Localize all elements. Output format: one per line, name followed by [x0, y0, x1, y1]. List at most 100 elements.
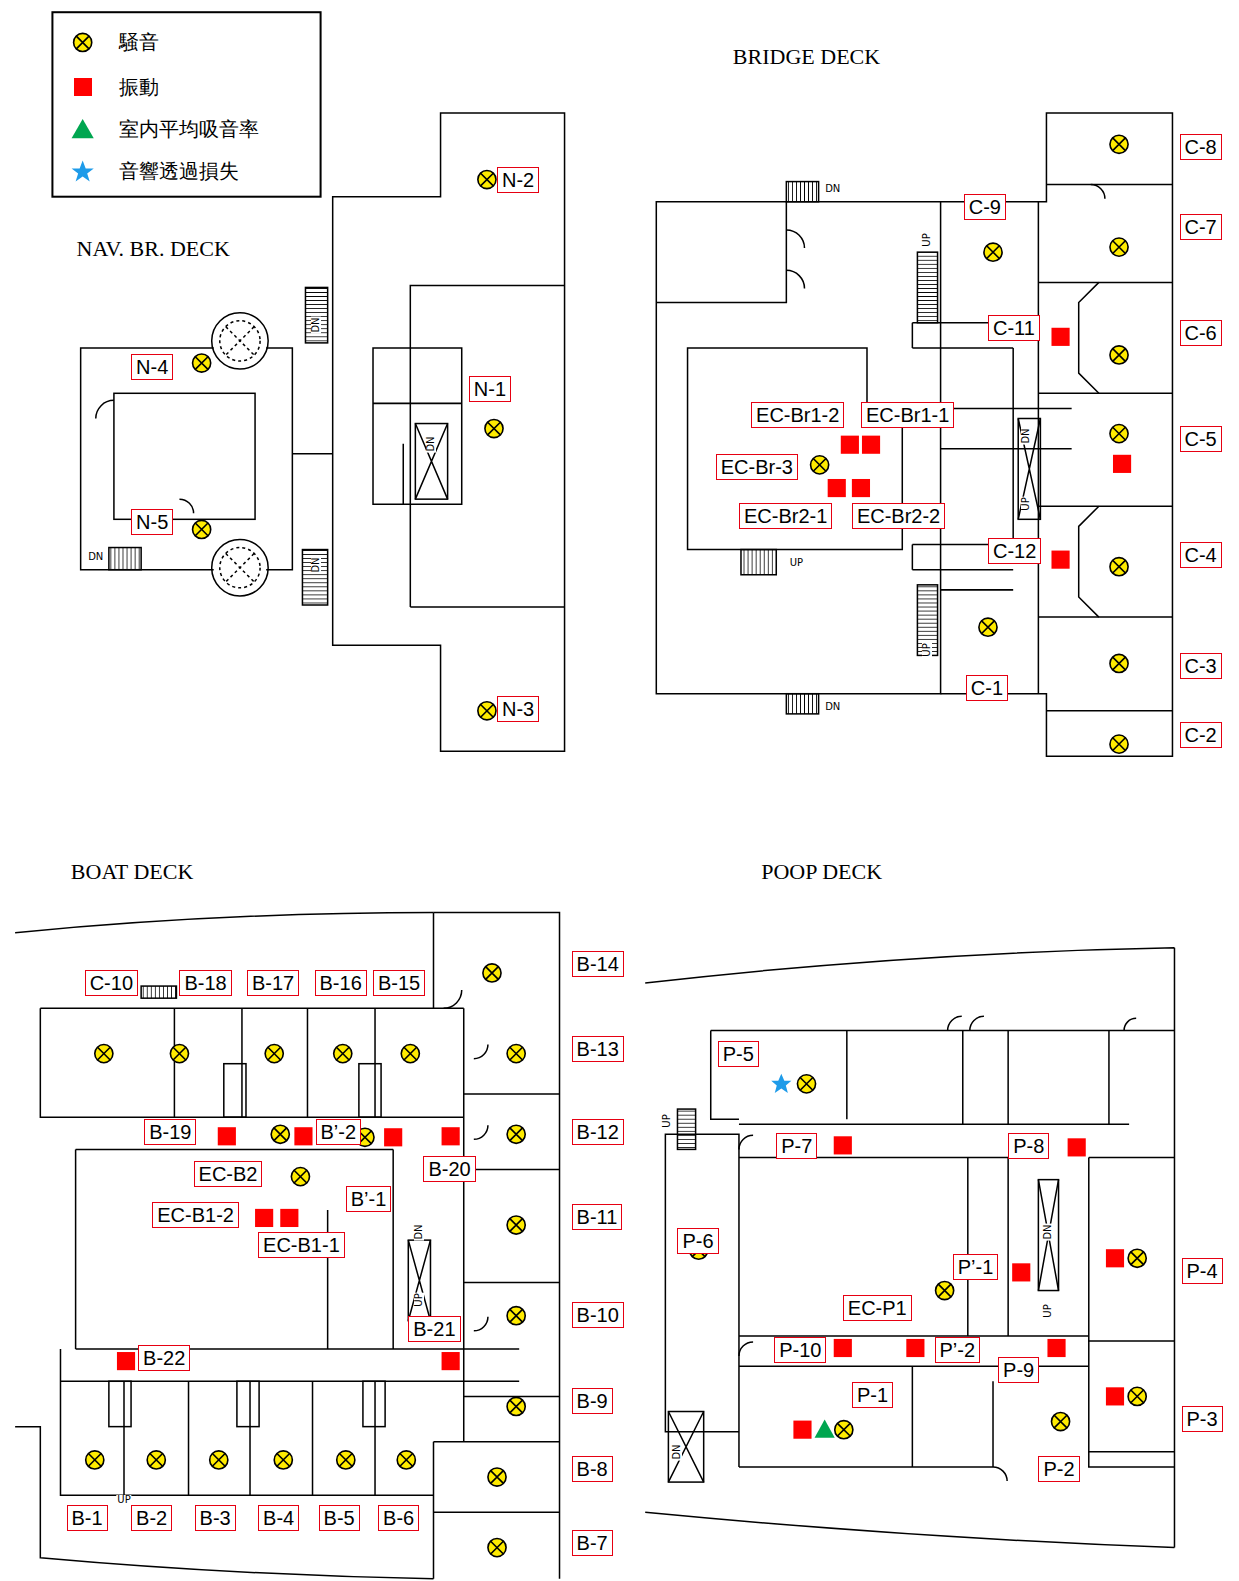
- tag-text: B-3: [200, 1507, 231, 1529]
- stair: [677, 1109, 695, 1149]
- tag-text: N-5: [136, 511, 168, 533]
- noise-marker: [936, 1281, 954, 1299]
- noise-marker: [193, 520, 211, 538]
- location-tag: EC-Br1-1: [861, 402, 954, 428]
- noise-marker: [401, 1045, 419, 1063]
- vibration-marker: [862, 436, 880, 454]
- vibration-marker: [906, 1339, 924, 1357]
- tag-text: C-11: [993, 317, 1035, 339]
- location-tag: B-1: [67, 1505, 108, 1531]
- tag-text: C-1: [971, 677, 1003, 699]
- vibration-markers: [117, 328, 1131, 1439]
- tag-text: B-18: [184, 972, 226, 994]
- location-tag: B-14: [572, 951, 624, 977]
- location-tag: C-10: [85, 970, 138, 996]
- noise-marker: [488, 1468, 506, 1486]
- vibration-marker: [1106, 1387, 1124, 1405]
- location-tag: B-17: [247, 970, 299, 996]
- location-tag: EC-Br2-1: [739, 503, 832, 529]
- stair-direction: DN: [311, 556, 321, 573]
- tag-text: P-6: [682, 1230, 713, 1252]
- tag-text: N-3: [502, 698, 534, 720]
- location-tag: C-3: [1180, 653, 1222, 679]
- stair-direction: UP: [922, 232, 932, 247]
- wall: [237, 1381, 259, 1426]
- hull: [645, 948, 1174, 1548]
- noise-marker: [507, 1216, 525, 1234]
- vibration-marker: [793, 1421, 811, 1439]
- tag-text: C-7: [1185, 216, 1217, 238]
- stair-direction: UP: [922, 643, 932, 658]
- tag-text: B-2: [136, 1507, 167, 1529]
- noise-marker: [1110, 135, 1128, 153]
- vibration-marker: [841, 436, 859, 454]
- noise-marker: [507, 1397, 525, 1415]
- location-tag: N-3: [497, 696, 539, 722]
- noise-marker: [95, 1045, 113, 1063]
- noise-marker: [797, 1075, 815, 1093]
- location-tag: N-5: [131, 509, 173, 535]
- location-tag: C-9: [964, 194, 1006, 220]
- deck-title: BOAT DECK: [71, 861, 193, 883]
- wall: [40, 1008, 463, 1149]
- noise-marker: [337, 1451, 355, 1469]
- wall: [60, 1149, 519, 1495]
- noise-marker: [1110, 558, 1128, 576]
- location-tag: C-8: [1180, 134, 1222, 160]
- location-tag: B-12: [572, 1119, 624, 1145]
- location-tag: B-10: [572, 1302, 624, 1328]
- location-tag: B-21: [408, 1316, 460, 1342]
- tag-text: C-2: [1185, 724, 1217, 746]
- location-tag: N-4: [131, 354, 173, 380]
- vibration-marker: [828, 479, 846, 497]
- stair-direction: UP: [789, 558, 804, 568]
- tag-text: B-7: [577, 1532, 608, 1554]
- stair-direction: UP: [1021, 496, 1031, 511]
- tag-text: P-9: [1003, 1359, 1034, 1381]
- tag-text: B-20: [428, 1158, 470, 1180]
- lift: [1018, 418, 1040, 519]
- location-tag: B-15: [373, 970, 425, 996]
- tag-text: EC-Br2-2: [857, 505, 940, 527]
- wall: [968, 1157, 1175, 1466]
- noise-marker: [507, 1125, 525, 1143]
- noise-markers: [86, 135, 1147, 1556]
- location-tag: P-3: [1182, 1406, 1223, 1432]
- stair: [786, 694, 818, 714]
- vibration-marker: [280, 1209, 298, 1227]
- stair-direction: DN: [1043, 1223, 1053, 1240]
- stair: [917, 252, 937, 323]
- stair-direction: DN: [1021, 427, 1031, 444]
- location-tag: P-9: [998, 1357, 1039, 1383]
- location-tag: P-6: [677, 1228, 718, 1254]
- tag-text: B-4: [263, 1507, 294, 1529]
- legend-frame: [52, 12, 320, 196]
- vibration-marker: [442, 1127, 460, 1145]
- noise-marker: [397, 1451, 415, 1469]
- noise-marker: [811, 456, 829, 474]
- location-tag: C-5: [1180, 426, 1222, 452]
- wall: [81, 348, 333, 570]
- stair-direction: DN: [672, 1443, 682, 1460]
- tag-text: P-2: [1043, 1458, 1074, 1480]
- location-tag: B-8: [572, 1456, 613, 1482]
- wall: [373, 348, 462, 504]
- tag-text: B-9: [577, 1390, 608, 1412]
- location-tag: P-1: [852, 1382, 893, 1408]
- deck-title: BRIDGE DECK: [733, 46, 880, 68]
- door: [786, 185, 1105, 289]
- wall: [410, 285, 564, 607]
- door: [739, 1016, 1136, 1481]
- vibration-marker: [1012, 1263, 1030, 1281]
- wall: [433, 912, 559, 1578]
- tag-text: C-12: [993, 540, 1036, 562]
- noise-marker: [334, 1045, 352, 1063]
- wall: [359, 1064, 381, 1117]
- tag-text: B-17: [252, 972, 294, 994]
- tag-text: C-10: [90, 972, 133, 994]
- noise-marker: [147, 1451, 165, 1469]
- location-tag: C-6: [1180, 320, 1222, 346]
- tag-text: B-16: [320, 972, 362, 994]
- noise-marker: [984, 243, 1002, 261]
- noise-marker: [274, 1451, 292, 1469]
